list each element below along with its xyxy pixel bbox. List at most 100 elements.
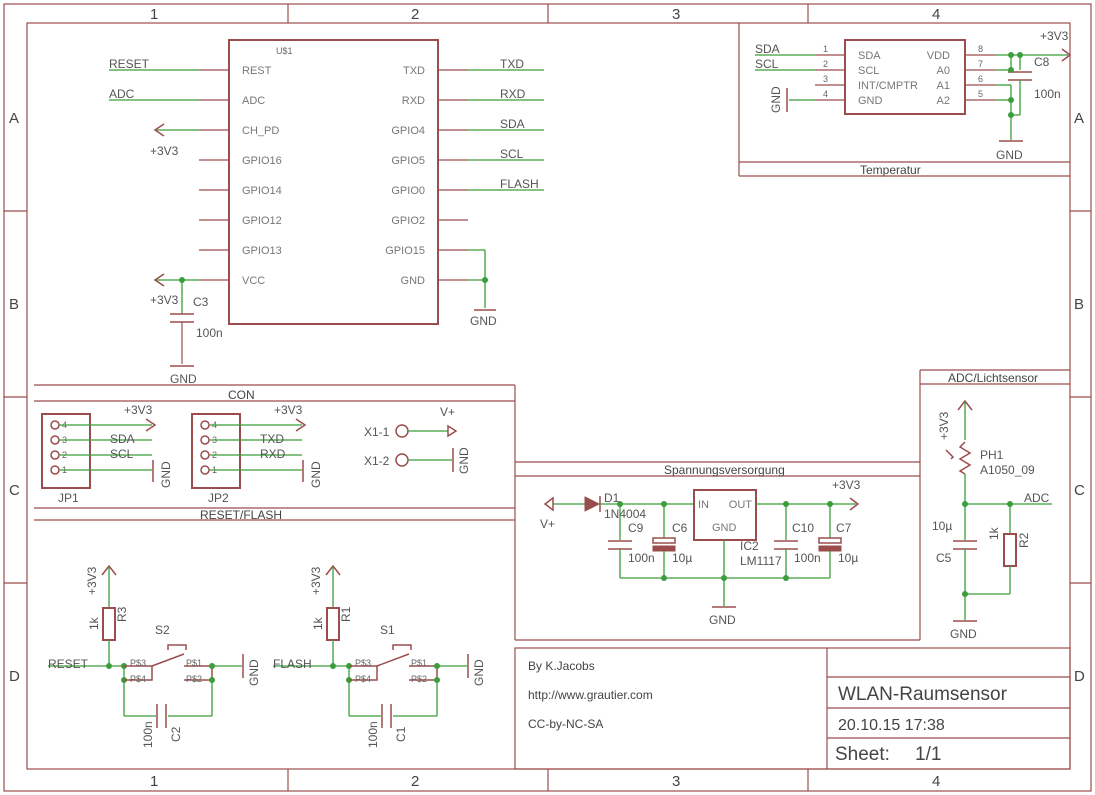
supply-arrow-icon: [849, 497, 860, 511]
esp-pin-gpio0: GPIO0: [391, 185, 425, 197]
esp-pin-gpio16: GPIO16: [242, 155, 282, 167]
s2-name: S2: [155, 623, 170, 637]
c10-name: C10: [792, 521, 814, 535]
temperature-section: Temperatur SDA SCL INT/CMPTR GND VDD A0 …: [738, 23, 1072, 177]
ic2-gnd: GND: [712, 522, 737, 534]
reg-supply-label: +3V3: [832, 478, 861, 492]
drawing-date: 20.10.15 17:38: [838, 717, 945, 734]
con-section: CON RESET/FLASH 4 3 2 1 JP1 +3V3 SDA SCL…: [34, 384, 516, 640]
url-text: http://www.grautier.com: [528, 688, 653, 702]
section-spannung-title: Spannungsversorgung: [664, 463, 785, 477]
jp1-supply-label: +3V3: [124, 403, 153, 417]
s1-pad-p3: P$3: [355, 658, 371, 668]
supply-arrow-icon: [153, 123, 165, 137]
row-label-d: D: [1074, 668, 1085, 685]
jp2-supply-label: +3V3: [274, 403, 303, 417]
col-label-2: 2: [411, 773, 419, 790]
net-adc-label: ADC: [109, 87, 135, 101]
vcc-supply-label: +3V3: [150, 293, 179, 307]
c9-name: C9: [628, 521, 644, 535]
ch-pd-supply-label: +3V3: [150, 144, 179, 158]
temp-num-8: 8: [978, 44, 983, 54]
light-gnd-label: GND: [950, 627, 977, 641]
jp1-header: [41, 413, 91, 489]
x1-1-label: X1-1: [364, 425, 390, 439]
section-reset-flash-title: RESET/FLASH: [200, 508, 282, 522]
esp-pin-txd: TXD: [403, 65, 425, 77]
d1-value: 1N4004: [604, 507, 646, 521]
drawing-title: WLAN-Raumsensor: [838, 684, 1008, 705]
net-txd-label: TXD: [500, 57, 524, 71]
col-label-2: 2: [411, 6, 419, 23]
net-reset-label: RESET: [109, 57, 150, 71]
s2-pad-right: [184, 665, 213, 681]
esp-gnd-label: GND: [470, 314, 497, 328]
photoresistor-icon: [958, 441, 972, 475]
jp2-name: JP2: [208, 491, 229, 505]
jp1-name: JP1: [58, 491, 79, 505]
temp-num-1: 1: [823, 44, 828, 54]
c8-value: 100n: [1034, 87, 1061, 101]
esp-pin-gpio12: GPIO12: [242, 215, 282, 227]
row-label-c: C: [9, 482, 20, 499]
esp-pin-rxd: RXD: [402, 95, 425, 107]
net-sda-label: SDA: [500, 117, 525, 131]
c9-value: 100n: [628, 551, 655, 565]
esp-pin-gpio14: GPIO14: [242, 185, 282, 197]
row-label-a: A: [9, 110, 19, 127]
s2-pad-p4: P$4: [130, 674, 146, 684]
net-rxd-label: RXD: [500, 87, 526, 101]
x1-2-terminal: [395, 453, 409, 467]
r1-name: R1: [339, 606, 353, 622]
light-sensor-section: ADC/Lichtsensor +3V3 PH1 A1050_09 ADC 10…: [919, 369, 1070, 641]
esp-pin-ch-pd: CH_PD: [242, 125, 279, 137]
esp-name: U$1: [276, 46, 293, 56]
c6-name: C6: [672, 521, 688, 535]
reg-gnd-label: GND: [709, 613, 736, 627]
c6-value: 10µ: [672, 551, 692, 565]
c3-value: 100n: [196, 326, 223, 340]
section-adc-title: ADC/Lichtsensor: [948, 371, 1038, 385]
r1-value: 1k: [311, 616, 325, 630]
esp-module: U$1 REST ADC CH_PD GPIO16 GPIO14 GPIO12 …: [199, 39, 468, 325]
jp1-net-scl: SCL: [110, 447, 134, 461]
c1-value: 100n: [366, 721, 380, 748]
c7-name: C7: [836, 521, 852, 535]
jp1-net-sda: SDA: [110, 432, 135, 446]
license-text: CC-by-NC-SA: [528, 717, 603, 731]
temp-pin-scl: SCL: [858, 65, 879, 77]
x1-supply-label: V+: [440, 405, 455, 419]
ph1-value: A1050_09: [980, 463, 1035, 477]
s2-pad-left: [124, 665, 153, 681]
temp-supply-label: +3V3: [1040, 29, 1069, 43]
s2-pad-p2: P$2: [186, 674, 202, 684]
temp-pin-a0: A0: [937, 65, 950, 77]
jp2-net-rxd: RXD: [260, 447, 286, 461]
temp-pin-int: INT/CMPTR: [858, 80, 918, 92]
col-label-1: 1: [150, 6, 158, 23]
reset-net-label: RESET: [48, 657, 89, 671]
section-temperatur-title: Temperatur: [860, 163, 921, 177]
row-labels-right: A B C D: [1074, 110, 1085, 685]
temp-pin-sda: SDA: [858, 50, 881, 62]
supply-arrow-icon: [153, 273, 165, 287]
row-label-b: B: [9, 296, 19, 313]
power-supply-section: Spannungsversorgung V+ D1 1N4004 IN OUT …: [515, 461, 920, 627]
s1-name: S1: [380, 623, 395, 637]
s2-pad-p1: P$1: [186, 658, 202, 668]
c3-gnd-label: GND: [170, 372, 197, 386]
temp-num-6: 6: [978, 74, 983, 84]
esp-pin-gpio15: GPIO15: [385, 245, 425, 257]
temp-pin-a1: A1: [937, 80, 950, 92]
esp-pin-vcc: VCC: [242, 275, 265, 287]
s1-pad-right: [409, 665, 438, 681]
supply-arrow-icon: [145, 418, 157, 432]
s1-pad-p2: P$2: [411, 674, 427, 684]
r1-supply-label: +3V3: [309, 566, 323, 595]
esp-pin-gnd: GND: [401, 275, 426, 287]
sheet-value: 1/1: [915, 744, 941, 765]
s2-switch-icon: [151, 644, 187, 667]
light-arrow-icon: [945, 449, 955, 460]
